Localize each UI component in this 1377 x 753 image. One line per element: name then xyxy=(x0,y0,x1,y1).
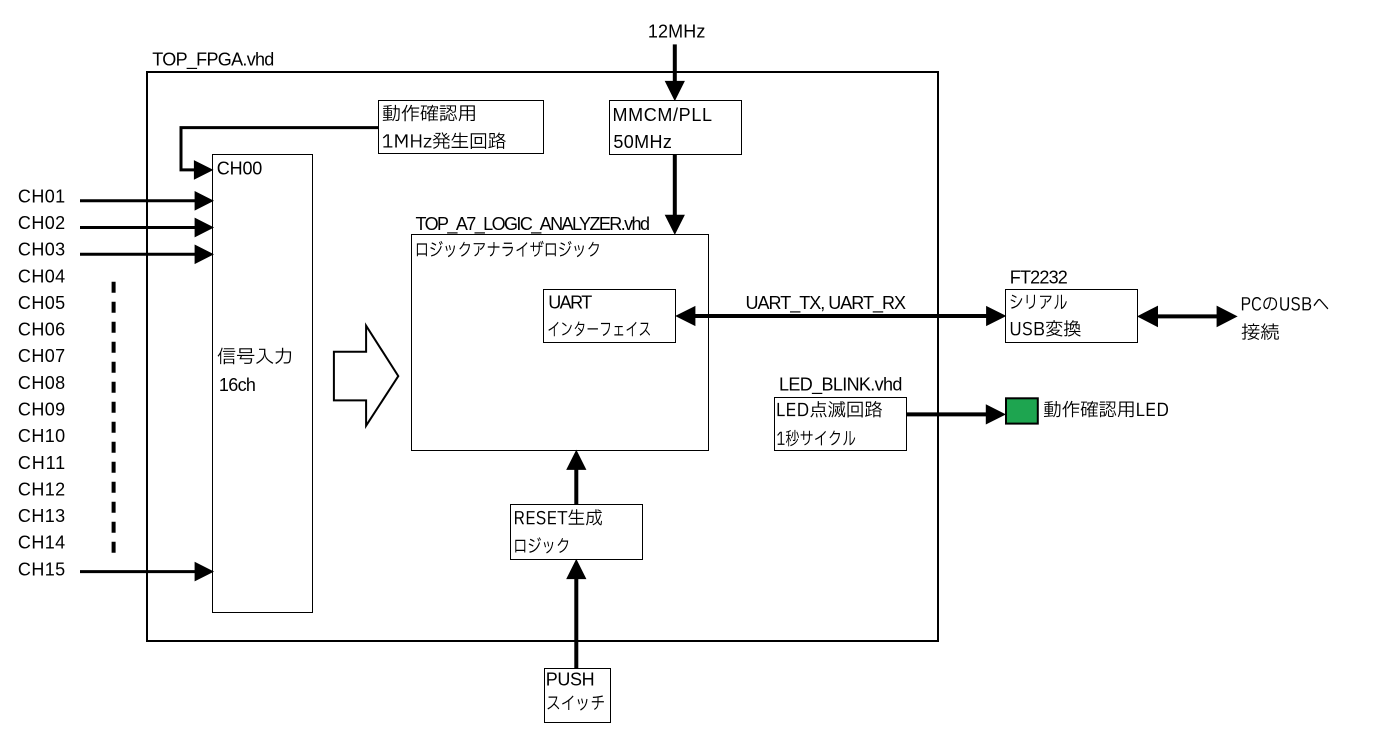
svg-text:MMCM/PLL: MMCM/PLL xyxy=(613,105,713,125)
svg-text:UART_TX, UART_RX: UART_TX, UART_RX xyxy=(746,293,907,314)
svg-text:CH11: CH11 xyxy=(18,453,65,473)
svg-text:50MHz: 50MHz xyxy=(613,132,672,152)
svg-text:CH08: CH08 xyxy=(18,373,65,393)
svg-text:TOP_A7_LOGIC_ANALYZER.vhd: TOP_A7_LOGIC_ANALYZER.vhd xyxy=(416,214,651,235)
svg-text:PUSH: PUSH xyxy=(546,670,595,690)
svg-text:CH09: CH09 xyxy=(18,400,65,420)
svg-text:CH14: CH14 xyxy=(18,533,65,553)
svg-text:CH04: CH04 xyxy=(18,266,65,286)
svg-text:CH06: CH06 xyxy=(18,320,65,340)
svg-text:CH05: CH05 xyxy=(18,293,65,313)
svg-text:CH00: CH00 xyxy=(217,159,262,179)
svg-text:12MHz: 12MHz xyxy=(648,21,706,41)
svg-text:CH13: CH13 xyxy=(18,506,65,526)
svg-text:16ch: 16ch xyxy=(219,375,256,395)
svg-text:FT2232: FT2232 xyxy=(1010,268,1068,288)
svg-text:UART: UART xyxy=(548,293,592,313)
svg-text:CH01: CH01 xyxy=(18,186,65,206)
svg-text:LED_BLINK.vhd: LED_BLINK.vhd xyxy=(779,375,902,396)
svg-text:CH02: CH02 xyxy=(18,213,65,233)
svg-text:CH10: CH10 xyxy=(18,426,65,446)
svg-text:CH12: CH12 xyxy=(18,479,65,499)
svg-text:CH03: CH03 xyxy=(18,240,65,260)
svg-text:CH07: CH07 xyxy=(18,346,65,366)
svg-text:TOP_FPGA.vhd: TOP_FPGA.vhd xyxy=(152,50,274,71)
svg-text:CH15: CH15 xyxy=(18,559,65,579)
